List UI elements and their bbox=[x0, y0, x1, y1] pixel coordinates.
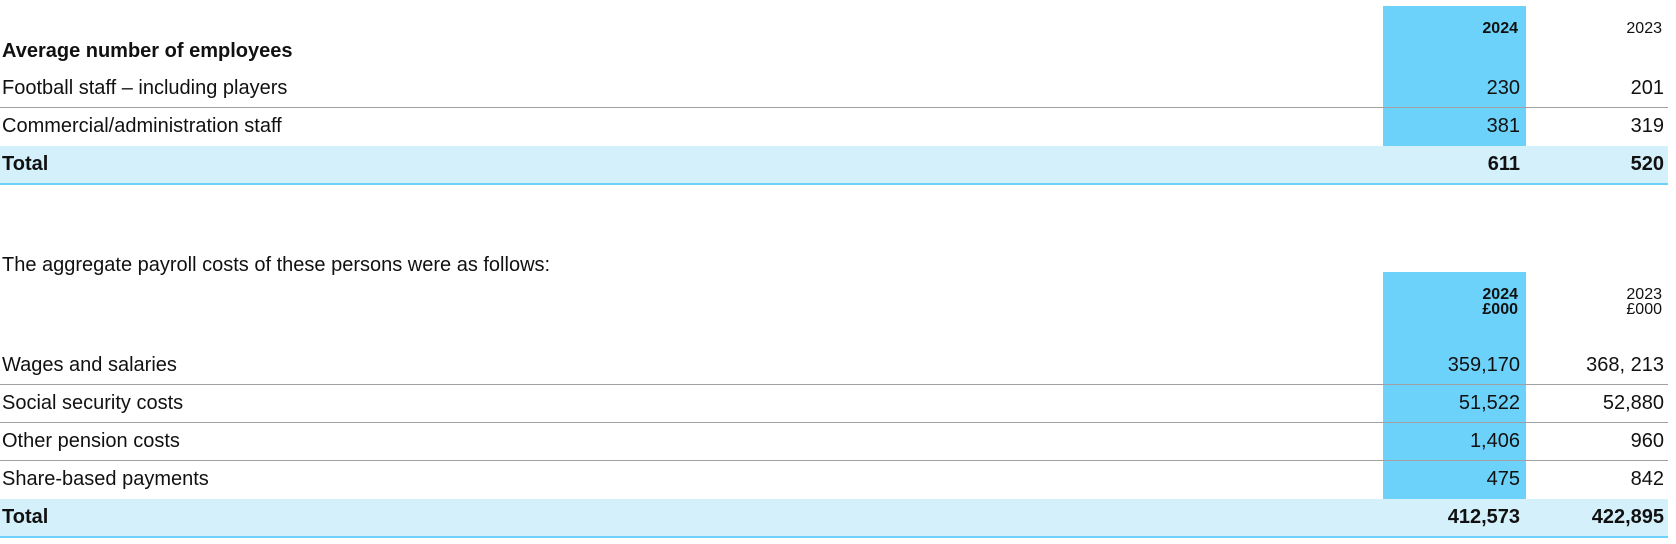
value-2024: 611 bbox=[1487, 153, 1520, 175]
column-header-2023: 2023 bbox=[1626, 20, 1662, 37]
column-year: 2024 bbox=[1482, 286, 1518, 303]
value-2023: 520 bbox=[1630, 153, 1664, 175]
column-header-2024: 2024 £000 bbox=[1482, 286, 1518, 318]
value-2023: 52,880 bbox=[1602, 392, 1664, 414]
table-row: Commercial/administration staff 381 319 bbox=[0, 108, 1668, 145]
value-2024: 475 bbox=[1486, 468, 1520, 490]
table-row: Wages and salaries 359,170 368, 213 bbox=[0, 347, 1668, 385]
row-label: Share-based payments bbox=[2, 468, 209, 490]
row-label: Wages and salaries bbox=[2, 354, 177, 376]
column-header-2024: 2024 bbox=[1482, 20, 1518, 37]
row-label: Total bbox=[2, 506, 49, 528]
value-2023: 319 bbox=[1630, 115, 1664, 137]
value-2024: 359,170 bbox=[1447, 354, 1520, 376]
value-2024: 51,522 bbox=[1458, 392, 1520, 414]
column-header-2023: 2023 £000 bbox=[1626, 286, 1662, 318]
column-year: 2023 bbox=[1626, 286, 1662, 303]
table-row: Social security costs 51,522 52,880 bbox=[0, 385, 1668, 423]
row-label: Other pension costs bbox=[2, 430, 180, 452]
row-label: Total bbox=[2, 153, 49, 175]
value-2023: 842 bbox=[1630, 468, 1664, 490]
value-2024: 1,406 bbox=[1469, 430, 1520, 452]
column-unit: £000 bbox=[1482, 301, 1518, 318]
employees-heading: Average number of employees bbox=[2, 40, 293, 62]
value-2023: 960 bbox=[1630, 430, 1664, 452]
value-2024: 412,573 bbox=[1447, 506, 1520, 528]
value-2023: 201 bbox=[1630, 77, 1664, 99]
current-year-column-highlight bbox=[1383, 272, 1526, 535]
total-row: Total 412,573 422,895 bbox=[0, 499, 1668, 538]
value-2024: 381 bbox=[1486, 115, 1520, 137]
row-label: Football staff – including players bbox=[2, 77, 288, 99]
value-2023: 422,895 bbox=[1591, 506, 1664, 528]
table-row: Other pension costs 1,406 960 bbox=[0, 423, 1668, 461]
value-2024: 230 bbox=[1486, 77, 1520, 99]
row-label: Commercial/administration staff bbox=[2, 115, 282, 137]
column-unit: £000 bbox=[1626, 301, 1662, 318]
value-2023: 368, 213 bbox=[1586, 354, 1664, 376]
payroll-intro: The aggregate payroll costs of these per… bbox=[2, 254, 551, 276]
table-row: Football staff – including players 230 2… bbox=[0, 70, 1668, 108]
table-row: Share-based payments 475 842 bbox=[0, 461, 1668, 498]
total-row: Total 611 520 bbox=[0, 146, 1668, 185]
row-label: Social security costs bbox=[2, 392, 184, 414]
